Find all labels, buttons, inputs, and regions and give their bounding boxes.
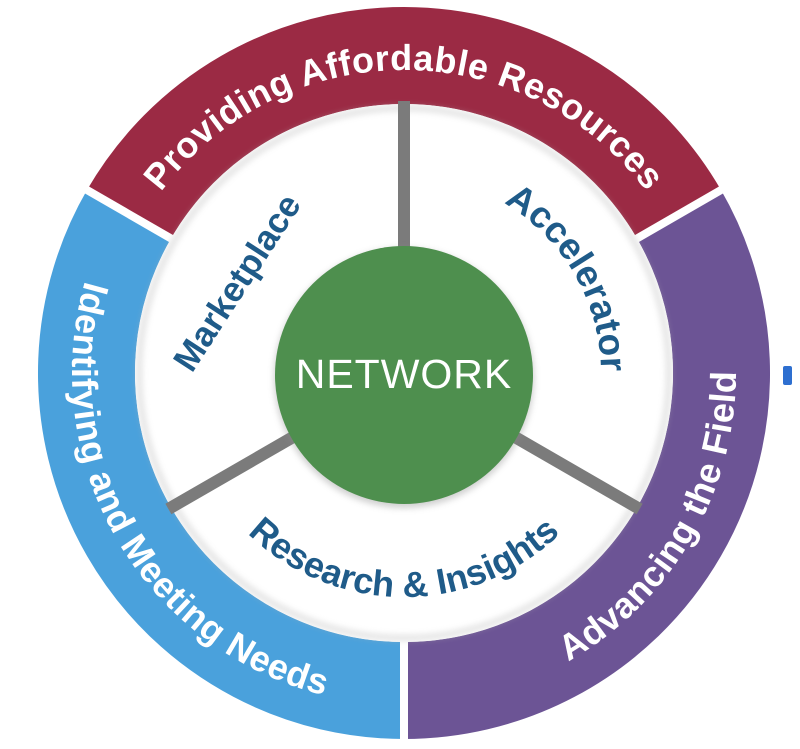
hub-label: NETWORK: [296, 351, 513, 397]
outer-arc-identifying-and-meeting-needs: [38, 190, 405, 739]
hub-circle: [275, 246, 533, 504]
spoke-lower-right: [509, 430, 643, 515]
arc-gap-upper-right: [628, 183, 729, 246]
spoke-lower-left: [165, 430, 299, 515]
outer-arc-advancing-the-field: [403, 190, 770, 739]
outer-arc-providing-affordable-resources: [87, 7, 721, 239]
arc-gap-upper-left: [79, 183, 180, 246]
stray-blue-mark: [783, 366, 792, 385]
